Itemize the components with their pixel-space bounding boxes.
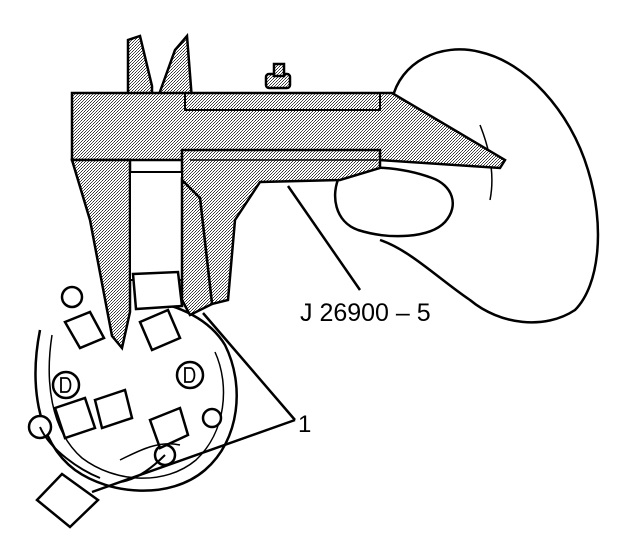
hand [333,48,600,324]
leader-lines [91,185,362,494]
terminal-post-left [51,370,81,400]
tool-leader-line [286,185,362,291]
upper-jaw-fixed [126,34,154,102]
measured-brush [131,270,184,311]
locking-screw [264,62,292,90]
vernier-caliper [70,32,507,351]
brush-holder-assembly [27,285,238,529]
tool-number-label: J 26900 – 5 [300,299,431,327]
callout-leader-upper [202,312,296,421]
terminal-post-right [175,360,205,390]
upper-jaw-sliding [155,32,194,102]
callout-number-1: 1 [298,411,311,438]
callout-leader-lower [91,418,296,494]
lower-jaw-fixed [70,158,132,351]
